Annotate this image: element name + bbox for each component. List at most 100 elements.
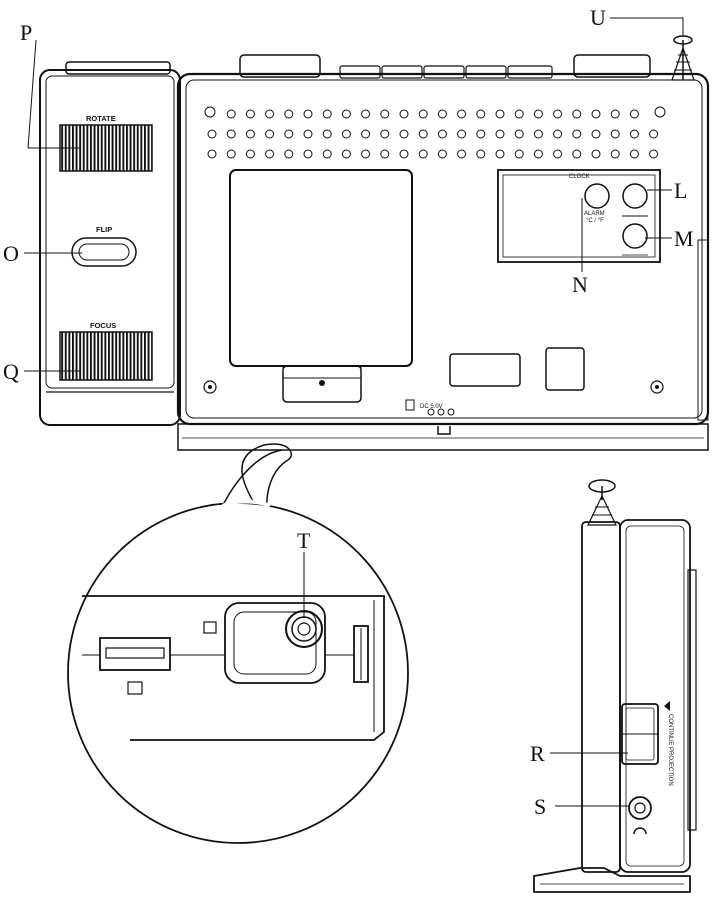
speaker-hole [284, 129, 294, 139]
speaker-hole [418, 149, 428, 159]
speaker-hole [418, 129, 428, 139]
speaker-hole [629, 129, 639, 139]
radio-body-back: CLOCK ALARM °C / °F DC 5.0V [176, 35, 710, 451]
callout-q: Q [3, 359, 19, 384]
antenna [671, 35, 695, 81]
flip-button [71, 237, 137, 267]
speaker-hole [303, 109, 313, 119]
speaker-hole [341, 149, 351, 159]
speaker-hole [341, 109, 351, 119]
speaker-hole [418, 109, 428, 119]
clock-button-m [622, 223, 648, 249]
speaker-hole [610, 149, 620, 159]
callout-s: S [534, 794, 546, 819]
speaker-hole [591, 149, 601, 159]
speaker-hole [245, 109, 255, 119]
speaker-hole [207, 129, 217, 139]
continue-projection-label: CONTINUE PROJECTION [667, 714, 673, 786]
focus-label: FOCUS [90, 321, 116, 330]
speaker-hole [495, 109, 505, 119]
callout-r: R [530, 741, 545, 766]
speaker-hole [514, 109, 524, 119]
clock-label: CLOCK [569, 174, 590, 180]
speaker-hole [629, 109, 639, 119]
speaker-hole [591, 129, 601, 139]
speaker-hole [341, 129, 351, 139]
callout-n: N [572, 272, 588, 297]
speaker-hole [514, 129, 524, 139]
speaker-hole [476, 129, 486, 139]
speaker-hole [553, 129, 563, 139]
speaker-hole [322, 149, 332, 159]
alarm-label: ALARM [584, 211, 605, 217]
callout-o: O [3, 241, 19, 266]
alarm-button [584, 183, 610, 209]
speaker-hole [476, 109, 486, 119]
callout-t: T [297, 528, 311, 553]
speaker-hole [361, 149, 371, 159]
speaker-hole [361, 129, 371, 139]
speaker-hole [437, 129, 447, 139]
focus-wheel [59, 331, 153, 381]
speaker-hole [207, 149, 217, 159]
callout-m: M [674, 226, 694, 251]
speaker-hole [322, 129, 332, 139]
speaker-hole [649, 129, 659, 139]
speaker-hole [265, 109, 275, 119]
speaker-hole [553, 109, 563, 119]
speaker-hole [226, 149, 236, 159]
alarm-sub-label: °C / °F [586, 218, 604, 224]
speaker-hole [380, 149, 390, 159]
speaker-hole [572, 109, 582, 119]
speaker-hole [303, 149, 313, 159]
speaker-hole [322, 109, 332, 119]
side-view: CONTINUE PROJECTION [533, 479, 697, 893]
speaker-hole [303, 129, 313, 139]
speaker-hole [284, 109, 294, 119]
speaker-hole [399, 109, 409, 119]
speaker-hole [457, 129, 467, 139]
speaker-hole [265, 129, 275, 139]
speaker-hole [476, 149, 486, 159]
speaker-hole [629, 149, 639, 159]
speaker-hole [495, 129, 505, 139]
flip-label: FLIP [96, 225, 112, 234]
speaker-hole [553, 149, 563, 159]
speaker-hole [649, 149, 659, 159]
callout-lines [24, 17, 684, 807]
speaker-hole [226, 109, 236, 119]
speaker-hole [457, 149, 467, 159]
speaker-hole [361, 109, 371, 119]
speaker-hole [380, 109, 390, 119]
magnifier-callout [67, 443, 409, 844]
speaker-hole [572, 129, 582, 139]
rotate-label: ROTATE [86, 114, 116, 123]
speaker-hole [399, 149, 409, 159]
speaker-hole [437, 109, 447, 119]
speaker-hole [533, 149, 543, 159]
callout-p: P [20, 20, 32, 45]
speaker-hole [399, 129, 409, 139]
speaker-hole [437, 149, 447, 159]
speaker-hole [533, 129, 543, 139]
speaker-hole [495, 149, 505, 159]
speaker-hole [380, 129, 390, 139]
speaker-hole [226, 129, 236, 139]
speaker-grille [207, 109, 659, 159]
speaker-hole [572, 149, 582, 159]
speaker-hole [591, 109, 601, 119]
speaker-hole [284, 149, 294, 159]
callout-l: L [674, 178, 687, 203]
speaker-hole [533, 109, 543, 119]
dc-input-label: DC 5.0V [420, 404, 443, 410]
speaker-hole [610, 109, 620, 119]
callout-u: U [590, 5, 606, 30]
speaker-hole [610, 129, 620, 139]
speaker-hole [245, 129, 255, 139]
speaker-hole [245, 149, 255, 159]
speaker-hole [457, 109, 467, 119]
clock-button-l [622, 183, 648, 209]
speaker-hole [265, 149, 275, 159]
speaker-hole [514, 149, 524, 159]
